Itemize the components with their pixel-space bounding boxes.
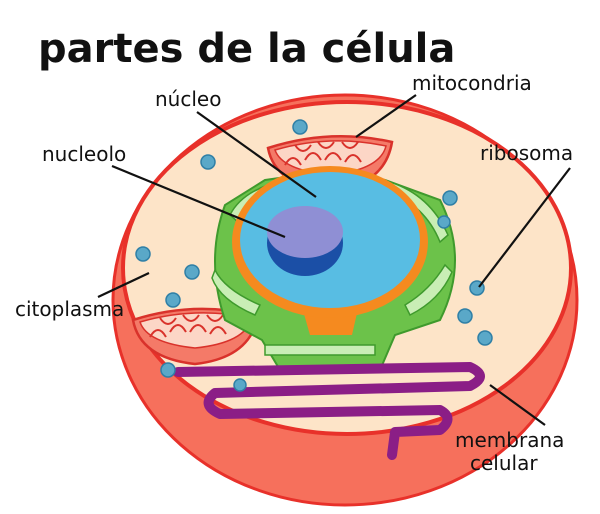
leader-ribosoma xyxy=(478,167,571,288)
mitochondrion-top xyxy=(266,134,394,194)
label-nucleolo: nucleolo xyxy=(42,142,126,166)
leader-nucleolo xyxy=(111,164,286,239)
nucleolus xyxy=(267,206,343,276)
mitochondrion-left xyxy=(131,307,260,366)
label-ribosoma: ribosoma xyxy=(480,141,573,165)
leader-citoplasma xyxy=(97,272,150,298)
label-mitocondria: mitocondria xyxy=(412,71,532,95)
label-citoplasma: citoplasma xyxy=(15,297,124,321)
golgi-apparatus xyxy=(173,362,485,460)
label-nucleo: núcleo xyxy=(155,87,221,111)
label-membrana-line1: membrana xyxy=(455,428,564,452)
diagram-title: partes de la célula xyxy=(38,26,455,72)
leader-mitocondria xyxy=(355,94,417,138)
ribosomes xyxy=(135,119,493,392)
leader-nucleo xyxy=(196,111,317,198)
leader-membrana xyxy=(489,384,546,426)
label-membrana-line2: celular xyxy=(470,451,538,475)
